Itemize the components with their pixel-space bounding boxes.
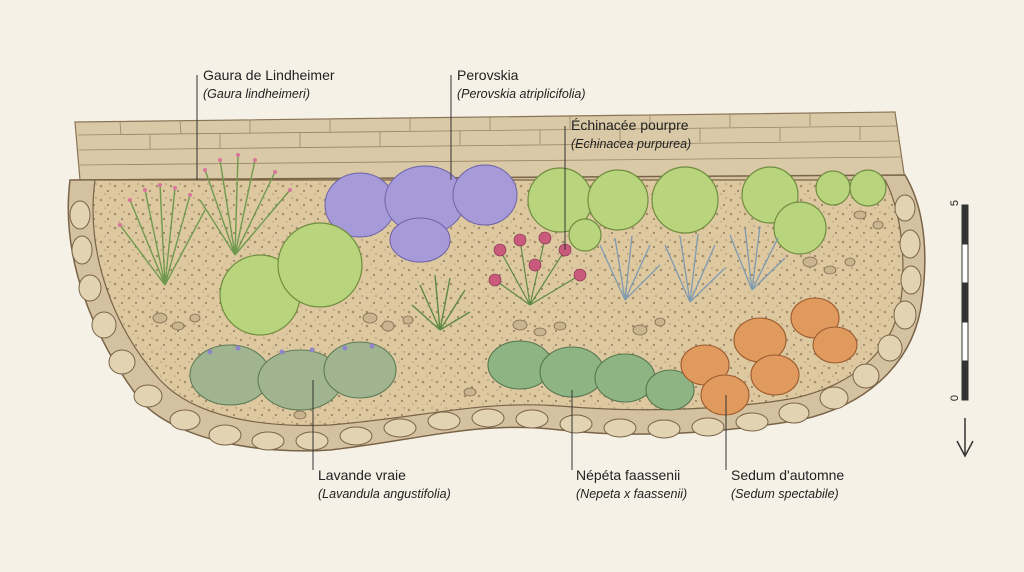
- label-echinacea: Échinacée pourpre (Echinacea purpurea): [571, 116, 691, 154]
- grass-tufts: [599, 225, 786, 303]
- label-perovskia-common: Perovskia: [457, 67, 519, 83]
- label-gaura-latin: (Gaura lindheimeri): [203, 87, 310, 101]
- gaura-plants: [119, 154, 291, 286]
- herb-plant: [411, 274, 471, 331]
- boxwood-plants: [219, 166, 887, 336]
- label-lavandula: Lavande vraie (Lavandula angustifolia): [318, 466, 451, 504]
- label-nepeta: Népéta faassenii (Nepeta x faassenii): [576, 466, 687, 504]
- border-stones: [69, 194, 922, 451]
- pebbles: [152, 210, 884, 420]
- label-echinacea-common: Échinacée pourpre: [571, 117, 689, 133]
- label-perovskia: Perovskia (Perovskia atriplicifolia): [457, 66, 586, 104]
- lavandula-flowers: [207, 343, 375, 355]
- label-sedum: Sedum d'automne (Sedum spectabile): [731, 466, 844, 504]
- gaura-flowers: [118, 153, 292, 227]
- label-lavandula-common: Lavande vraie: [318, 467, 406, 483]
- leader-lines: [196, 75, 727, 470]
- label-sedum-latin: (Sedum spectabile): [731, 487, 839, 501]
- echinacea-stems: [494, 237, 581, 306]
- lavandula-plants: [189, 341, 397, 411]
- wall-courses: [77, 113, 903, 166]
- perovskia-plants: [324, 164, 518, 263]
- label-nepeta-common: Népéta faassenii: [576, 467, 681, 483]
- scale-label-bottom: 0: [949, 394, 961, 402]
- label-gaura: Gaura de Lindheimer (Gaura lindheimeri): [203, 66, 335, 104]
- down-arrow-icon: [956, 418, 974, 458]
- label-gaura-common: Gaura de Lindheimer: [203, 67, 335, 83]
- nepeta-plants: [487, 340, 695, 411]
- scale-bar: [961, 204, 969, 401]
- echinacea-flowers: [488, 231, 587, 287]
- scale-label-top: 5: [949, 199, 961, 207]
- label-sedum-common: Sedum d'automne: [731, 467, 845, 483]
- label-nepeta-latin: (Nepeta x faassenii): [576, 487, 688, 501]
- sedum-plants: [680, 297, 858, 416]
- label-lavandula-latin: (Lavandula angustifolia): [318, 487, 451, 501]
- label-perovskia-latin: (Perovskia atriplicifolia): [457, 87, 586, 101]
- label-echinacea-latin: (Echinacea purpurea): [571, 137, 692, 151]
